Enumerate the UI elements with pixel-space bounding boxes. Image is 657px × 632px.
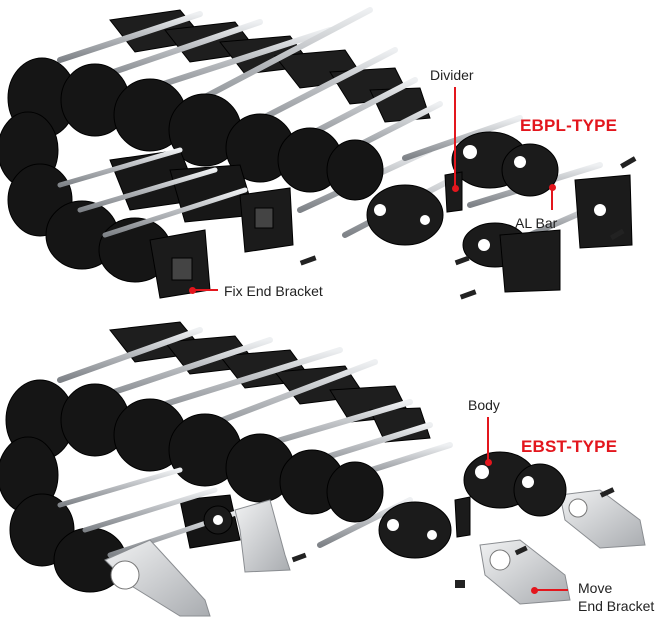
divider-dot [452, 185, 459, 192]
ebpl-type-label: EBPL-TYPE [520, 116, 618, 135]
ebst-chain-assembly [0, 321, 646, 617]
fix-end-bracket-label: Fix End Bracket [224, 283, 323, 299]
body-dot [485, 459, 492, 466]
body-label: Body [468, 397, 500, 413]
divider-label: Divider [430, 67, 474, 83]
move-end-bracket-label-line2: End Bracket [578, 598, 655, 614]
ebpl-chain-assembly [0, 7, 637, 300]
callout-leaders [193, 87, 568, 591]
move-end-bracket-label-line1: Move [578, 580, 613, 596]
al-bar-label: AL Bar [515, 215, 558, 231]
move-end-dot [531, 587, 538, 594]
fix-end-dot [189, 287, 196, 294]
al-bar-dot [549, 184, 556, 191]
ebst-type-label: EBST-TYPE [521, 437, 618, 456]
